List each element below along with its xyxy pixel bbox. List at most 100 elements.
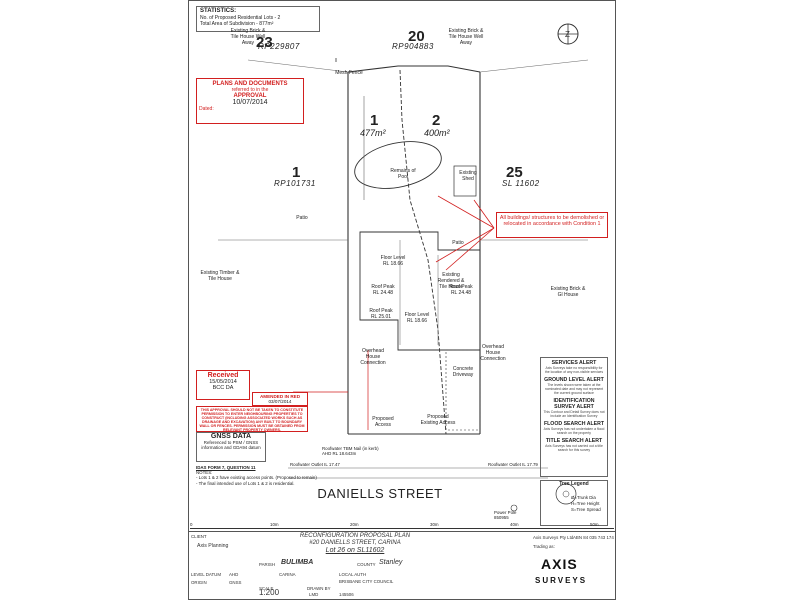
received-date: 15/05/2014 [209,379,237,385]
description-1: RECONFIGURATION PROPOSAL PLAN [299,533,411,539]
house-left-label: Existing Timber & Tile House [200,270,240,282]
gnss-data-box: GNSS DATA Referenced to PSM / GNSS infor… [196,432,266,462]
notes-block: IDAS FORM 7, QUESTION 11 NOTES: - Lots 1… [196,465,346,487]
origin-label: ORIGIN [191,580,207,585]
street-name: DANIELLS STREET [317,486,443,501]
roofwater-tbm: Roofwater TBM Nail (in kerb) AHD RL 18.6… [322,446,379,457]
amended-stamp: AMENDED IN RED 03/07/2014 [252,392,308,406]
roof-peak-2: Roof Peak RL 24.48 [449,284,473,296]
drawn-label: DRAWN BY [307,586,331,591]
alert-services: SERVICES ALERT Axis Surveys take no resp… [543,360,605,374]
local-authority-label: LOCAL AUTH [339,572,367,577]
parish-label: PARISH [259,562,276,567]
gnss-body: Referenced to PSM / GNSS information and… [201,440,261,451]
patio-label: Patio [452,240,464,246]
plans-stamp-line: referred to in the [231,87,269,93]
plans-stamp-date: 10/07/2014 [232,99,268,106]
parish-value: BULIMBA [281,559,314,566]
tree-legend: Tree Legend Ø=Trunk Dia H=Tree Height S=… [540,480,608,526]
proposed-access-label: Proposed Access [372,416,394,428]
alert-identification: IDENTIFICATION SURVEY ALERT This Contour… [543,398,605,418]
received-stamp: Received 15/05/2014 BCC DA [196,370,250,400]
lot-2-label: 2 [432,112,441,129]
plans-stamp-approval: APPROVAL [233,93,267,99]
plans-approval-stamp: PLANS AND DOCUMENTS referred to in the A… [196,78,304,124]
origin-value: GNSS [229,580,242,585]
alert-body: Axis Surveys has not carried out a title… [545,444,603,452]
scale-tick-40: 40m [510,522,519,527]
alert-title: FLOOD SEARCH ALERT [543,421,605,427]
plans-stamp-dated: Dated: [199,106,214,112]
scale-bar: 0 10m 20m 30m 40m 50m [190,522,614,530]
statistics-box: STATISTICS: No. of Proposed Residential … [196,6,320,32]
proposed-existing-access-label: Proposed Existing Access [420,414,456,426]
lot-1-neighbour-number: 1 [292,164,301,181]
plans-stamp-title: PLANS AND DOCUMENTS [212,81,288,87]
statistics-line1: No. of Proposed Residential Lots - 2 [200,14,281,21]
alert-title: IDENTIFICATION SURVEY ALERT [553,398,595,410]
drawn-value: LMD [309,592,319,597]
existing-house-label: Existing Rendered & Tile House [437,272,465,290]
north-arrow-icon: Z [557,23,579,45]
alert-title-search: TITLE SEARCH ALERT Axis Surveys has not … [543,438,605,452]
client-value: Axis Planning [197,543,229,549]
mesh-fence-label: Mesh Fence [335,70,363,76]
floor-level-1: Floor Level RL 18.66 [380,255,406,267]
level-datum-value: AHD [229,572,239,577]
lot-1-label: 1 [370,112,379,129]
tree-legend-line1: Ø=Trunk Dia [571,495,596,500]
overhead-1-label: Overhead House Connection [360,348,386,366]
client-label: CLIENT [191,534,207,539]
job-number: 145506 [339,592,354,597]
alert-ground-level: GROUND LEVEL ALERT The levels shown were… [543,377,605,395]
description-3: Lot 26 on SL11602 [325,547,385,554]
survey-plan-sheet [188,0,616,600]
lot-2-area: 400m² [424,128,450,138]
alert-title: GROUND LEVEL ALERT [544,377,604,383]
tree-legend-title: Tree Legend [559,481,589,487]
demolish-note: All buildings/ structures to be demolish… [496,212,608,238]
roofwater-outlet-left: Roofwater Outlet IL 17.47 [290,462,340,467]
title-block: CLIENT Axis Planning RECONFIGURATION PRO… [189,531,615,600]
patio-left-label: Patio [296,215,308,221]
lot-23-number: 23 [256,34,273,51]
lot-20-rp: RP904883 [392,42,434,51]
alert-title: SERVICES ALERT [551,360,597,366]
company-logo-bottom: SURVEYS [535,576,588,585]
locality-value: CARINA [279,572,296,577]
notes-title: NOTES: [196,470,213,476]
alert-title: TITLE SEARCH ALERT [545,438,603,444]
county-label: COUNTY [357,562,376,567]
approval-warning-note: THIS APPROVAL SHOULD NOT BE TAKEN TO CON… [196,406,308,432]
county-value: Stanley [379,559,403,566]
alert-body: Axis Surveys take no responsibility for … [544,366,604,374]
tree-legend-line2: H=Tree Height [571,501,600,506]
house-top-right-label: Existing Brick & Tile House Well Away [448,28,484,46]
alert-body: Axis Surveys has not undertaken a flood … [543,427,605,435]
roof-peak-1: Roof Peak RL 24.48 [371,284,395,296]
lot-23-rp: RP229807 [258,42,300,51]
scale-label: SCALE [259,586,274,591]
roofwater-outlet-right: Roofwater Outlet IL 17.79 [488,462,538,467]
lot-1-neighbour-rp: RP101731 [274,179,316,188]
site-plan-drawing [218,58,589,512]
scale-tick-20: 20m [350,522,359,527]
scale-tick-0: 0 [190,522,193,527]
svg-text:Z: Z [565,30,570,39]
scale-value: 1:200 [259,588,280,597]
local-authority-value: BRISBANE CITY COUNCIL [339,579,394,584]
company-abn: ABN 84 035 743 174 [573,535,614,540]
alert-body: This Contour and Detail Survey does not … [543,410,605,418]
company-logo-top: AXIS [541,556,578,572]
alert-body: The levels shown were taken at the nomin… [544,383,604,395]
gnss-title: GNSS DATA [210,433,252,440]
scale-tick-10: 10m [270,522,279,527]
floor-level-2: Floor Level RL 18.66 [404,312,430,324]
level-datum-label: LEVEL DATUM [191,572,222,577]
description-2: #20 DANIELLS STREET, CARINA [309,540,401,546]
lot-1-area: 477m² [360,128,386,138]
statistics-line2: Total Area of Subdivision - 877m² [200,21,274,27]
overhead-2-label: Overhead House Connection [480,344,506,362]
lot-25-number: 25 [506,164,523,181]
statistics-title: STATISTICS: [200,8,237,14]
